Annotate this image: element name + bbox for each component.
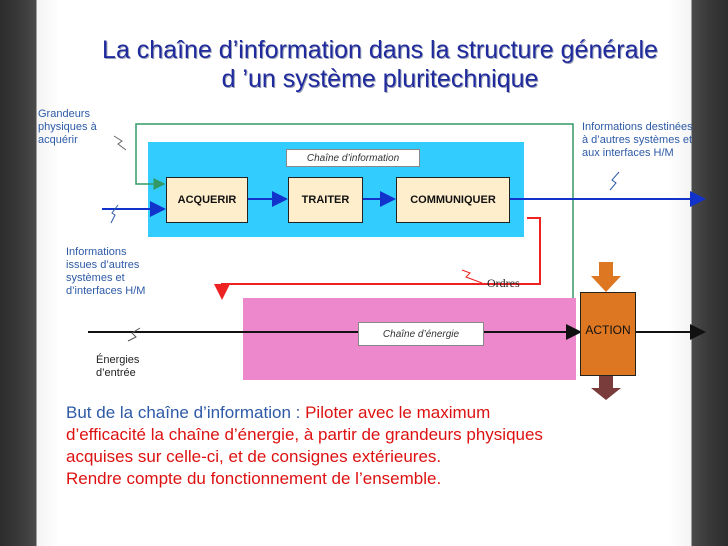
communiquer-block: COMMUNIQUER xyxy=(396,177,510,223)
energies-label: Énergies d’entrée xyxy=(96,354,140,379)
action-bottom-arrow-head xyxy=(591,388,621,400)
feedback-line xyxy=(135,123,574,298)
input-info-lightning-icon xyxy=(110,204,119,224)
grandeurs-label: Grandeurs physiques à acquérir xyxy=(38,108,97,146)
action-top-arrow-shaft xyxy=(599,262,613,276)
orders-lightning-icon xyxy=(461,269,483,284)
grandeurs-lightning-icon xyxy=(113,135,127,151)
action-block: ACTION xyxy=(580,292,636,376)
bottom-part-1: Piloter avec le maximum xyxy=(300,403,491,422)
informations-issues-label: Informations issues d’autres systèmes et… xyxy=(66,246,146,297)
bottom-line-2: d’efficacité la chaîne d’énergie, à part… xyxy=(66,425,543,444)
bottom-line-4: Rendre compte du fonctionnement de l’ens… xyxy=(66,469,442,488)
ordres-label: Ordres xyxy=(487,276,520,290)
informations-destinees-label: Informations destinées à d’autres systèm… xyxy=(582,121,693,159)
title-line-1: La chaîne d’information dans la structur… xyxy=(102,36,658,64)
bottom-explanation: But de la chaîne d’information : Piloter… xyxy=(66,402,706,490)
action-bottom-arrow-shaft xyxy=(599,376,613,388)
title-line-2: d ’un système pluritechnique xyxy=(221,65,539,93)
bottom-line-3: acquises sur celle-ci, et de consignes e… xyxy=(66,447,442,466)
output-info-lightning-icon xyxy=(609,171,620,191)
acquerir-block: ACQUERIR xyxy=(166,177,248,223)
energy-lightning-icon xyxy=(127,327,141,342)
bottom-heading: But de la chaîne d’information : xyxy=(66,403,301,422)
bottom-line-1: But de la chaîne d’information : Piloter… xyxy=(66,402,706,424)
slide-title: La chaîne d’information dans la structur… xyxy=(60,36,700,94)
order-line xyxy=(214,217,541,300)
action-top-arrow-head xyxy=(591,276,621,292)
energy-chain-tag: Chaîne d’énergie xyxy=(358,322,484,346)
information-chain-tag: Chaîne d’information xyxy=(286,149,420,167)
traiter-block: TRAITER xyxy=(288,177,363,223)
